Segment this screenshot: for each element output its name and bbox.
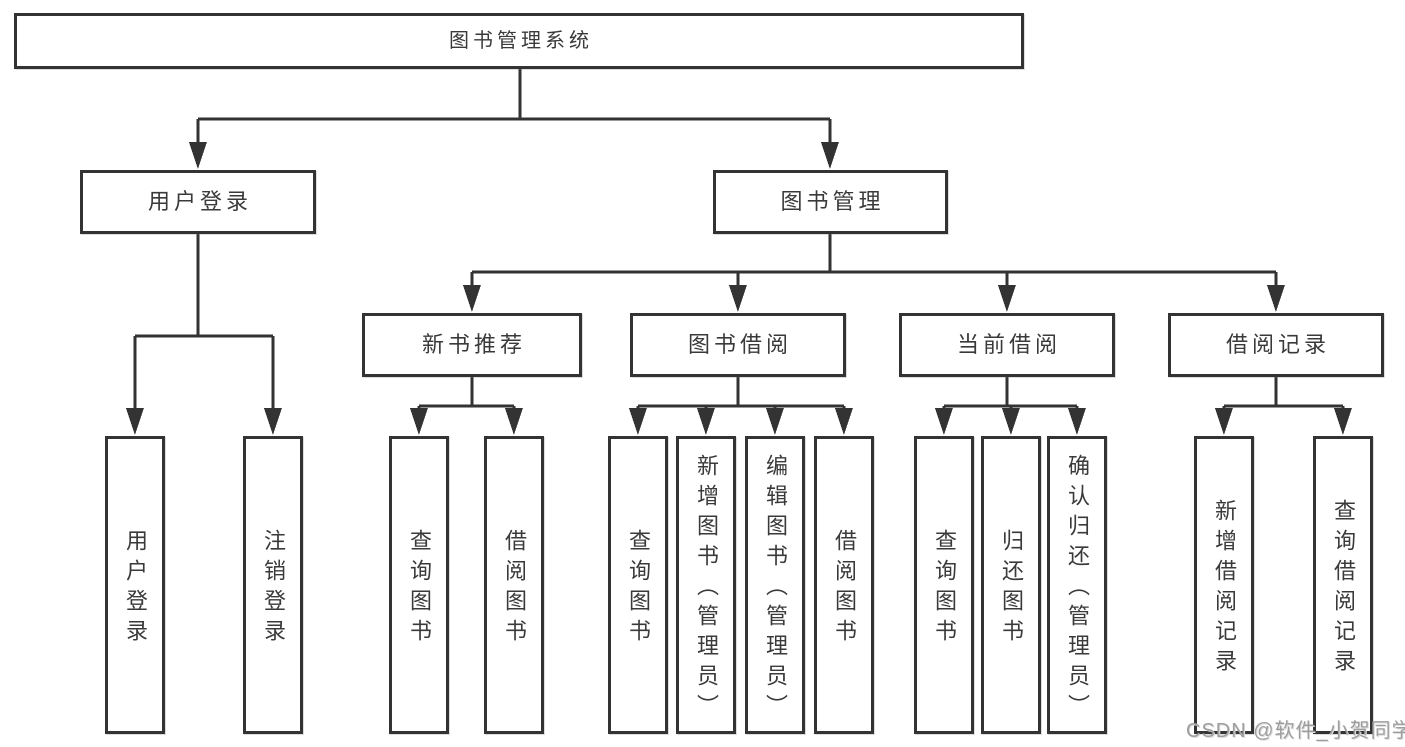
csdn-watermark: CSDN @软件_小贺同学 [1186, 720, 1405, 742]
leaf-rec-borrow-books-label: 借阅图书 [502, 529, 527, 649]
arrow-down-icon [729, 285, 747, 312]
leaf-bb-borrow-books-label: 借阅图书 [832, 529, 857, 649]
arrow-down-icon [697, 408, 715, 435]
arrow-down-icon [264, 408, 282, 435]
node-root: 图书管理系统 [14, 13, 1024, 69]
arrow-down-icon [1002, 408, 1020, 435]
connector-root-to-level1 [196, 69, 832, 146]
node-borrow-records-label: 借阅记录 [1225, 332, 1330, 357]
leaf-user-login: 用户登录 [105, 436, 165, 734]
connector-borrow-records-to-leaves [1222, 377, 1345, 412]
node-user-login-label: 用户登录 [147, 189, 252, 214]
leaf-cb-return-books-label: 归还图书 [999, 529, 1024, 649]
arrow-down-icon [821, 142, 839, 169]
node-borrow-records: 借阅记录 [1168, 313, 1384, 377]
leaf-bb-add-books-admin: 新增图书（管理员） [676, 436, 736, 734]
arrow-down-icon [126, 408, 144, 435]
arrowheads [126, 142, 1352, 435]
leaf-br-query-record: 查询借阅记录 [1313, 436, 1373, 734]
leaf-cb-query-books-label: 查询图书 [932, 529, 957, 649]
leaf-cb-return-books: 归还图书 [981, 436, 1041, 734]
node-current-borrow: 当前借阅 [899, 313, 1115, 377]
node-book-borrow-label: 图书借阅 [687, 332, 792, 357]
arrow-down-icon [1267, 285, 1285, 312]
connector-book-mgmt-to-level2 [470, 234, 1278, 290]
leaf-bb-query-books: 查询图书 [608, 436, 668, 734]
leaf-br-add-record-label: 新增借阅记录 [1212, 499, 1237, 679]
leaf-br-query-record-label: 查询借阅记录 [1331, 499, 1356, 679]
connector-new-book-rec-to-leaves [417, 377, 516, 412]
arrow-down-icon [189, 142, 207, 169]
arrow-down-icon [998, 285, 1016, 312]
leaf-bb-edit-books-admin-label: 编辑图书（管理员） [763, 454, 788, 724]
leaf-user-login-label: 用户登录 [123, 529, 148, 649]
node-new-book-rec: 新书推荐 [362, 313, 582, 377]
leaf-cb-confirm-return-admin: 确认归还（管理员） [1047, 436, 1107, 734]
node-book-mgmt: 图书管理 [713, 170, 948, 234]
leaf-bb-add-books-admin-label: 新增图书（管理员） [694, 454, 719, 724]
node-user-login: 用户登录 [80, 170, 316, 234]
connector-book-borrow-to-leaves [636, 377, 846, 412]
node-book-mgmt-label: 图书管理 [780, 189, 885, 214]
arrow-down-icon [505, 408, 523, 435]
node-book-borrow: 图书借阅 [630, 313, 846, 377]
leaf-br-add-record: 新增借阅记录 [1194, 436, 1254, 734]
leaf-bb-edit-books-admin: 编辑图书（管理员） [745, 436, 805, 734]
leaf-logout: 注销登录 [243, 436, 303, 734]
arrow-down-icon [629, 408, 647, 435]
arrow-down-icon [1215, 408, 1233, 435]
node-new-book-rec-label: 新书推荐 [421, 332, 526, 357]
leaf-cb-query-books: 查询图书 [914, 436, 974, 734]
arrow-down-icon [463, 285, 481, 312]
leaf-bb-query-books-label: 查询图书 [626, 529, 651, 649]
node-root-label: 图书管理系统 [449, 30, 593, 52]
arrow-down-icon [766, 408, 784, 435]
leaf-logout-label: 注销登录 [261, 529, 286, 649]
connector-user-login-to-leaves [133, 234, 275, 412]
leaf-rec-query-books-label: 查询图书 [407, 529, 432, 649]
leaf-cb-confirm-return-admin-label: 确认归还（管理员） [1065, 454, 1090, 724]
arrow-down-icon [1068, 408, 1086, 435]
arrow-down-icon [1334, 408, 1352, 435]
node-current-borrow-label: 当前借阅 [956, 332, 1061, 357]
leaf-rec-borrow-books: 借阅图书 [484, 436, 544, 734]
arrow-down-icon [935, 408, 953, 435]
leaf-rec-query-books: 查询图书 [389, 436, 449, 734]
leaf-bb-borrow-books: 借阅图书 [814, 436, 874, 734]
arrow-down-icon [410, 408, 428, 435]
connector-current-borrow-to-leaves [942, 377, 1079, 412]
arrow-down-icon [835, 408, 853, 435]
